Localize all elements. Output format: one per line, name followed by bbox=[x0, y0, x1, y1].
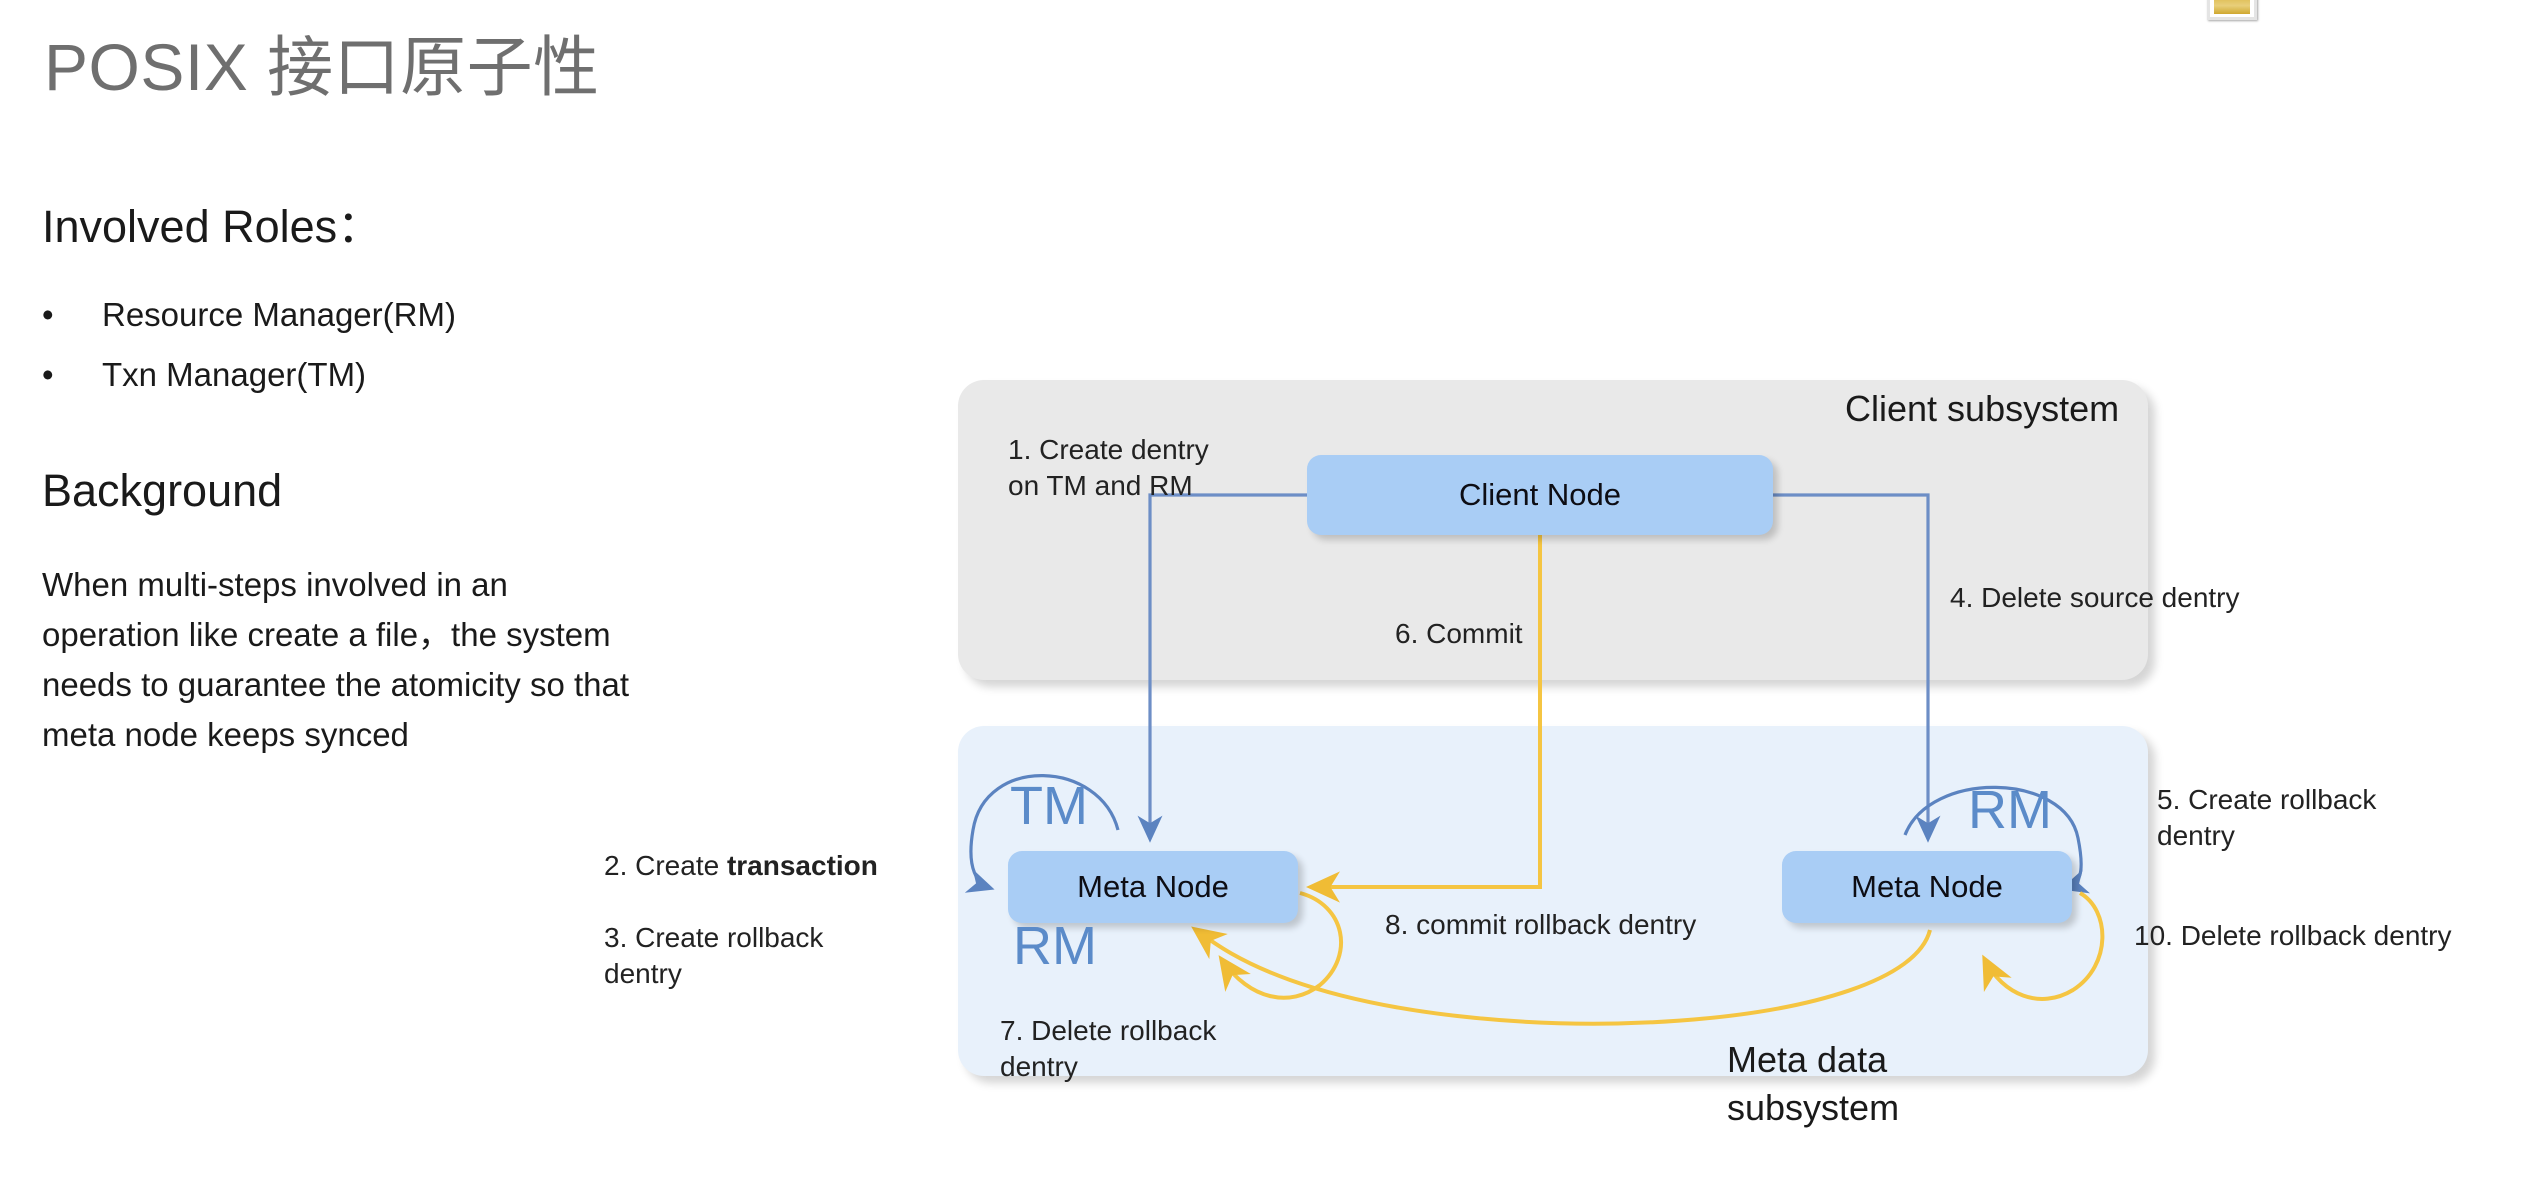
step-label-2-3: 2. Create transaction 3. Create rollback… bbox=[604, 812, 878, 1028]
background-paragraph: When multi-steps involved in an operatio… bbox=[42, 566, 630, 753]
client-subsystem-container bbox=[958, 380, 2148, 680]
metadata-subsystem-container bbox=[958, 726, 2148, 1076]
role-label-tm: TM bbox=[1010, 776, 1088, 836]
meta-node-right-label: Meta Node bbox=[1851, 869, 2003, 904]
step-label-10: 10. Delete rollback dentry bbox=[2134, 920, 2452, 951]
bullet-icon: • bbox=[42, 356, 54, 393]
step-label-2: 2. Create transaction bbox=[604, 848, 878, 884]
step-label-8: 8. commit rollback dentry bbox=[1385, 909, 1697, 940]
step-label-1: 1. Create dentry on TM and RM bbox=[1008, 434, 1209, 501]
list-item: • Txn Manager(TM) bbox=[36, 345, 676, 405]
roles-list: • Resource Manager(RM) • Txn Manager(TM) bbox=[36, 285, 676, 405]
meta-node-left[interactable]: Meta Node bbox=[1008, 851, 1298, 923]
role-label-rm-left: RM bbox=[1013, 916, 1097, 976]
step-label-3: 3. Create rollback dentry bbox=[604, 922, 824, 989]
step-2-prefix: 2. Create bbox=[604, 850, 727, 881]
client-node-label: Client Node bbox=[1459, 477, 1621, 512]
metadata-subsystem-label: Meta data subsystem bbox=[1727, 1039, 1900, 1128]
step-label-6: 6. Commit bbox=[1395, 618, 1523, 649]
slide-corner-badge-icon bbox=[2207, 0, 2257, 20]
client-node[interactable]: Client Node bbox=[1307, 455, 1773, 535]
step-label-4: 4. Delete source dentry bbox=[1950, 582, 2240, 613]
badge-fill-icon bbox=[2214, 0, 2250, 14]
role-label-rm-right: RM bbox=[1968, 780, 2052, 840]
list-item: • Resource Manager(RM) bbox=[36, 285, 676, 345]
page-title: POSIX 接口原子性 bbox=[44, 30, 600, 104]
involved-roles-heading: Involved Roles： bbox=[42, 201, 383, 252]
client-subsystem-label: Client subsystem bbox=[1845, 388, 2120, 429]
meta-node-left-label: Meta Node bbox=[1077, 869, 1229, 904]
step-label-5: 5. Create rollback dentry bbox=[2157, 784, 2377, 851]
background-heading: Background bbox=[42, 465, 283, 516]
step-2-bold-token: transaction bbox=[726, 850, 878, 881]
step-label-7: 7. Delete rollback dentry bbox=[1000, 1015, 1217, 1082]
bullet-icon: • bbox=[42, 296, 54, 333]
list-item-label: Resource Manager(RM) bbox=[102, 296, 456, 333]
meta-node-right[interactable]: Meta Node bbox=[1782, 851, 2072, 923]
list-item-label: Txn Manager(TM) bbox=[102, 356, 367, 393]
